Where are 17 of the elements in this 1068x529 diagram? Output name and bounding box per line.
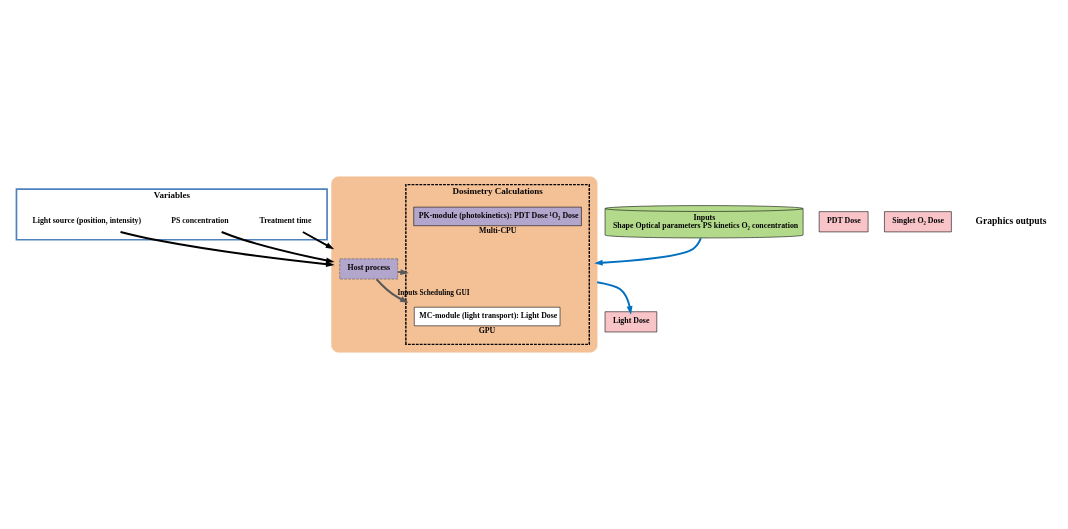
node-box: Singlet O₂ Dose (884, 211, 952, 233)
node-text: Light source (position, intensity) (32, 216, 142, 226)
arrow (119, 230, 335, 268)
node-box: PDT Dose (818, 211, 869, 233)
cluster (331, 176, 598, 353)
arrow (594, 237, 702, 266)
arrow (220, 231, 335, 264)
node-box: Host process (339, 258, 398, 280)
label: Graphics outputs (975, 214, 1047, 226)
node-box: Light Dose (604, 311, 658, 333)
arrow (375, 278, 409, 303)
node-label: Multi-CPU (479, 225, 517, 235)
node-text: PS concentration (171, 216, 229, 226)
arrow (301, 231, 335, 250)
node-label: GPU (478, 325, 496, 335)
arrow (596, 281, 633, 315)
node-text: Treatment time (259, 216, 312, 226)
